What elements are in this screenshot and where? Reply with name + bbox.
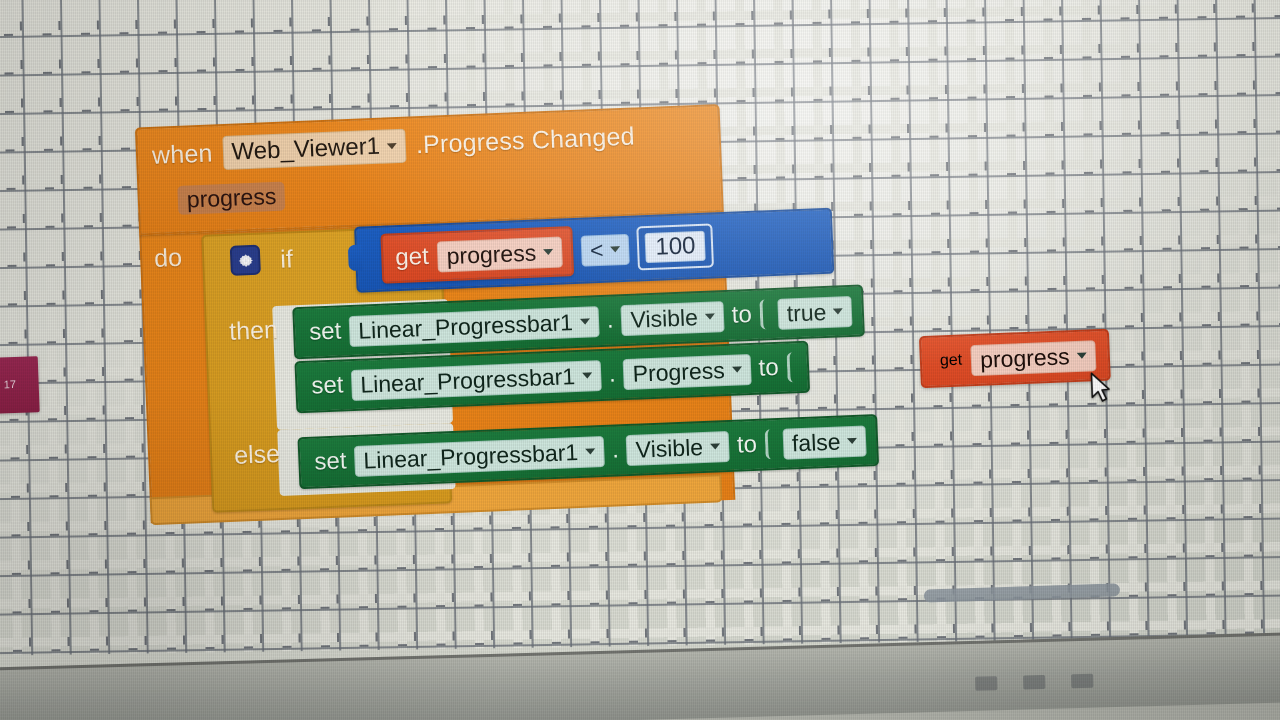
- block-stack[interactable]: when Web_Viewer1 .Progress Changed progr…: [134, 87, 1161, 537]
- variable-name: progress: [979, 342, 1071, 373]
- number-block[interactable]: 100: [636, 223, 715, 271]
- taskbar-icon[interactable]: [1023, 674, 1046, 690]
- chevron-down-icon[interactable]: [1076, 352, 1087, 359]
- panel-badge: 17: [3, 378, 17, 392]
- logic-value-dropdown[interactable]: false: [782, 424, 868, 460]
- to-label: to: [758, 353, 780, 382]
- operator-dropdown[interactable]: <: [580, 233, 631, 267]
- component-name: Web_Viewer1: [231, 132, 381, 166]
- get-keyword: get: [939, 351, 963, 370]
- dot-separator: .: [608, 360, 617, 388]
- property-name: Progress: [632, 356, 726, 387]
- dot-separator: .: [606, 306, 615, 334]
- logic-value: false: [791, 427, 842, 456]
- chevron-down-icon[interactable]: [833, 308, 844, 315]
- do-label: do: [153, 243, 183, 273]
- get-variable-block-value[interactable]: get progress: [918, 328, 1111, 389]
- chevron-down-icon[interactable]: [610, 246, 621, 253]
- chevron-down-icon[interactable]: [731, 366, 742, 373]
- if-then-else-block[interactable]: if then else: [201, 225, 456, 513]
- property-dropdown[interactable]: Progress: [623, 353, 752, 390]
- left-edge-panel[interactable]: 17: [0, 356, 40, 416]
- variable-dropdown[interactable]: progress: [437, 236, 563, 272]
- chevron-down-icon[interactable]: [704, 313, 715, 320]
- variable-dropdown[interactable]: progress: [970, 339, 1097, 376]
- chevron-down-icon[interactable]: [581, 372, 593, 379]
- to-label: to: [731, 300, 753, 329]
- variable-name: progress: [446, 239, 537, 269]
- taskbar-icon[interactable]: [1071, 673, 1094, 689]
- logic-value-dropdown[interactable]: true: [777, 295, 853, 330]
- when-keyword: when: [151, 138, 214, 170]
- component-name: Linear_Progressbar1: [362, 438, 579, 474]
- chevron-down-icon[interactable]: [579, 318, 590, 325]
- value-socket: [764, 429, 776, 460]
- get-variable-block-condition[interactable]: get progress: [380, 226, 575, 284]
- taskbar-icon[interactable]: [975, 676, 998, 691]
- number-value[interactable]: 100: [644, 230, 707, 264]
- property-dropdown[interactable]: Visible: [620, 300, 725, 336]
- chevron-down-icon[interactable]: [709, 443, 721, 450]
- component-name: Linear_Progressbar1: [359, 362, 576, 398]
- chevron-down-icon[interactable]: [542, 248, 554, 256]
- mouse-pointer: [1090, 372, 1110, 402]
- operator-symbol: <: [589, 236, 604, 263]
- event-name: .Progress Changed: [415, 122, 636, 159]
- block-plug: [347, 244, 363, 272]
- else-label: else: [233, 439, 281, 470]
- to-label: to: [736, 430, 758, 459]
- chevron-down-icon[interactable]: [386, 143, 398, 150]
- chevron-down-icon[interactable]: [584, 448, 596, 455]
- component-dropdown[interactable]: Web_Viewer1: [221, 128, 407, 171]
- component-name: Linear_Progressbar1: [357, 308, 574, 344]
- dot-separator: .: [611, 436, 620, 464]
- gear-icon[interactable]: [229, 244, 261, 276]
- logic-value: true: [786, 298, 827, 327]
- component-dropdown[interactable]: Linear_Progressbar1: [353, 435, 605, 477]
- chevron-down-icon[interactable]: [847, 437, 858, 445]
- then-label: then: [228, 315, 279, 346]
- property-name: Visible: [629, 303, 699, 333]
- event-parameter[interactable]: progress: [177, 181, 286, 215]
- set-keyword: set: [313, 447, 348, 476]
- set-keyword: set: [308, 317, 342, 346]
- set-keyword: set: [310, 371, 344, 400]
- component-dropdown[interactable]: Linear_Progressbar1: [348, 305, 600, 347]
- if-label: if: [279, 245, 294, 274]
- property-dropdown[interactable]: Visible: [626, 430, 730, 466]
- value-socket: [786, 352, 798, 383]
- property-name: Visible: [635, 433, 704, 463]
- get-keyword: get: [394, 242, 430, 272]
- value-socket: [759, 299, 771, 330]
- component-dropdown[interactable]: Linear_Progressbar1: [350, 359, 602, 401]
